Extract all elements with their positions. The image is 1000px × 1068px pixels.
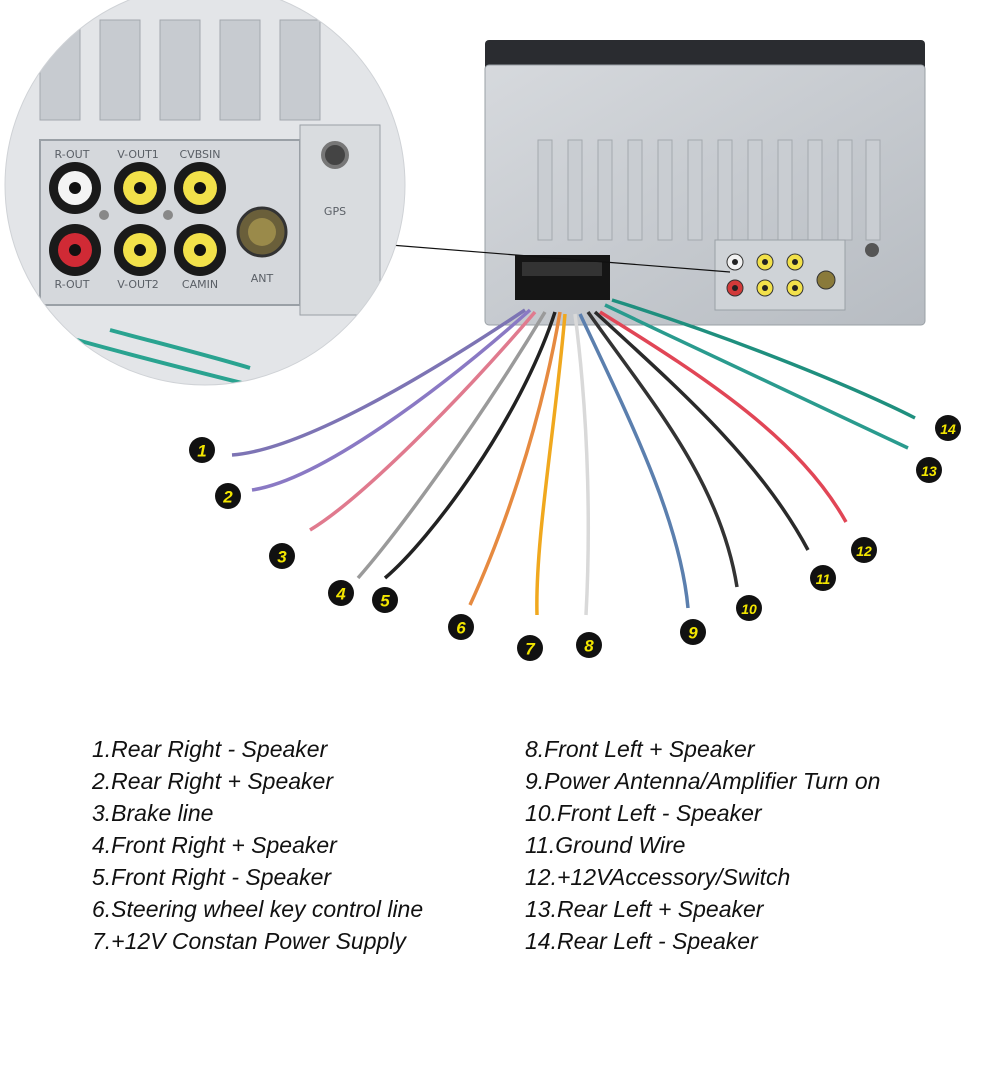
heat-sink-fins: [537, 139, 881, 241]
badge-number: 2: [222, 488, 233, 507]
legend-right-column: 8.Front Left + Speaker 9.Power Antenna/A…: [525, 733, 880, 957]
legend-item: 3.Brake line: [92, 800, 214, 826]
badge-number: 3: [277, 548, 287, 567]
wire-connector: [515, 255, 610, 300]
badge-circle: [372, 587, 398, 613]
badge-circle: [576, 632, 602, 658]
wire-badge-3: 3: [269, 543, 295, 569]
wire-badge-13: 13: [916, 457, 942, 483]
wires: [231, 298, 916, 616]
badge-circle: [517, 635, 543, 661]
badge-number: 10: [741, 601, 757, 617]
legend-item: 9.Power Antenna/Amplifier Turn on: [525, 768, 881, 794]
legend-item: 1.Rear Right - Speaker: [92, 736, 328, 762]
zoom-detail-circle: GPS R-OUT V-OUT1 CVBSIN R-OUT V-OUT2 CAM…: [5, 0, 405, 385]
legend-item: 13.Rear Left + Speaker: [525, 896, 764, 922]
badge-number: 12: [856, 543, 872, 559]
wire-8: [573, 313, 591, 616]
badge-number: 11: [816, 571, 831, 587]
port-label-cvbsin: CVBSIN: [179, 148, 220, 161]
port-label-r-out-top: R-OUT: [55, 148, 90, 161]
port-label-v-out2: V-OUT2: [117, 278, 159, 291]
wire-badge-11: 11: [810, 565, 836, 591]
wire-badge-12: 12: [851, 537, 877, 563]
wire-11: [593, 310, 810, 551]
wire-badge-1: 1: [189, 437, 215, 463]
legend-item: 14.Rear Left - Speaker: [525, 928, 758, 954]
badge-number: 4: [335, 585, 346, 604]
wire-badge-5: 5: [372, 587, 398, 613]
wire-badge-10: 10: [736, 595, 762, 621]
wire-badge-6: 6: [448, 614, 474, 640]
legend-item: 12.+12VAccessory/Switch: [525, 864, 791, 890]
badge-circle: [851, 537, 877, 563]
badge-number: 1: [197, 442, 206, 461]
wire-badge-7: 7: [517, 635, 543, 661]
wire-badge-8: 8: [576, 632, 602, 658]
badge-circle: [736, 595, 762, 621]
legend-item: 2.Rear Right + Speaker: [92, 768, 333, 794]
badge-circle: [935, 415, 961, 441]
legend-item: 4.Front Right + Speaker: [92, 832, 337, 858]
badge-circle: [269, 543, 295, 569]
wire-4: [356, 311, 547, 580]
badge-number: 13: [921, 463, 937, 479]
wire-6: [468, 311, 562, 606]
badge-circle: [189, 437, 215, 463]
wire-1: [231, 308, 526, 457]
legend-item: 11.Ground Wire: [525, 832, 686, 858]
badge-number: 8: [584, 637, 594, 656]
legend-left-column: 1.Rear Right - Speaker 2.Rear Right + Sp…: [92, 733, 423, 957]
wire-badge-9: 9: [680, 619, 706, 645]
gps-label: GPS: [324, 205, 346, 218]
legend-item: 7.+12V Constan Power Supply: [92, 928, 406, 954]
wire-14: [611, 298, 916, 420]
badge-number: 6: [456, 619, 466, 638]
port-label-r-out-bottom: R-OUT: [55, 278, 90, 291]
legend-item: 8.Front Left + Speaker: [525, 736, 755, 762]
badge-number: 9: [688, 624, 698, 643]
badge-circle: [215, 483, 241, 509]
zoom-pointer-line: [377, 243, 731, 273]
wire-12: [599, 310, 848, 523]
wire-5: [383, 311, 557, 580]
wire-13: [604, 303, 909, 450]
badge-number: 7: [525, 640, 536, 659]
badge-number: 14: [940, 421, 956, 437]
badge-circle: [916, 457, 942, 483]
wire-badge-4: 4: [328, 580, 354, 606]
port-label-camin: CAMIN: [182, 278, 218, 291]
wiring-diagram: GPS R-OUT V-OUT1 CVBSIN R-OUT V-OUT2 CAM…: [4, 0, 961, 661]
small-rca-ports: [726, 253, 836, 297]
wire-2: [251, 308, 532, 492]
port-label-v-out1: V-OUT1: [117, 148, 159, 161]
badge-circle: [680, 619, 706, 645]
port-label-ant: ANT: [251, 272, 274, 285]
wire-badge-14: 14: [935, 415, 961, 441]
legend-item: 10.Front Left - Speaker: [525, 800, 762, 826]
legend-item: 5.Front Right - Speaker: [92, 864, 332, 890]
wire-9: [578, 313, 690, 609]
wire-badge-2: 2: [215, 483, 241, 509]
badge-number: 5: [380, 592, 390, 611]
legend-item: 6.Steering wheel key control line: [92, 896, 424, 922]
badge-circle: [328, 580, 354, 606]
badge-circle: [810, 565, 836, 591]
badge-circle: [448, 614, 474, 640]
wire-7: [535, 313, 567, 616]
wire-10: [586, 310, 739, 588]
head-unit: [484, 40, 926, 326]
wire-3: [309, 310, 537, 532]
